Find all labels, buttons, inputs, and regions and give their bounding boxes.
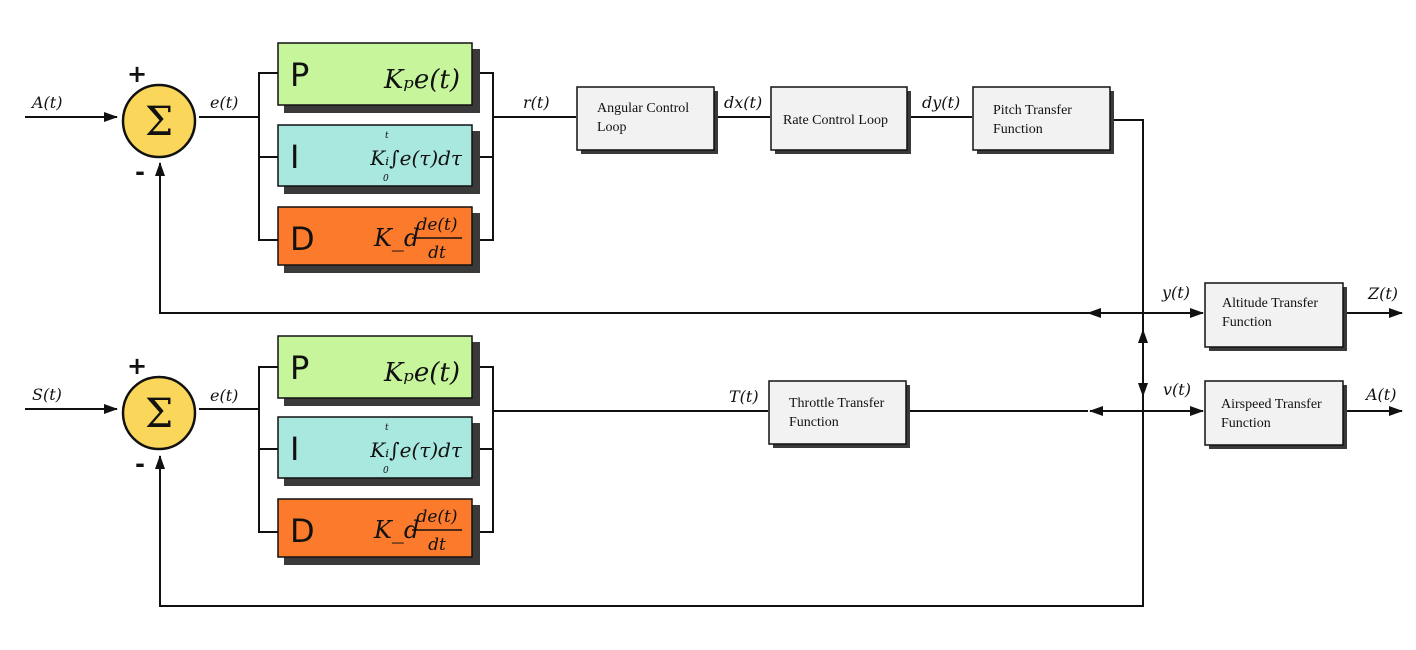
d-letter: D bbox=[290, 220, 315, 258]
svg-text:Function: Function bbox=[993, 122, 1043, 137]
signal-s-input: S(t) bbox=[32, 385, 62, 404]
i-block bbox=[277, 416, 473, 479]
sigma-symbol: Σ bbox=[145, 99, 173, 145]
signal-y: y(t) bbox=[1161, 283, 1190, 302]
block-rate-control: Rate Control Loop bbox=[770, 86, 911, 154]
svg-text:Function: Function bbox=[1222, 315, 1272, 330]
svg-text:Function: Function bbox=[1221, 416, 1271, 431]
pid-top: P Kₚe(t) I Kᵢ∫e(τ)dτ t 0 D K_d de(t) dt bbox=[277, 42, 480, 273]
signal-a-output: A(t) bbox=[1364, 385, 1396, 404]
i-block bbox=[277, 124, 473, 187]
svg-text:Pitch Transfer: Pitch Transfer bbox=[993, 103, 1072, 118]
p-expression: Kₚe(t) bbox=[383, 358, 460, 388]
minus-sign: - bbox=[135, 450, 145, 478]
svg-text:Altitude Transfer: Altitude Transfer bbox=[1222, 296, 1318, 311]
integral-lower-limit: 0 bbox=[383, 174, 389, 184]
block-angular-control: Angular Control Loop bbox=[576, 86, 718, 154]
block-airspeed-transfer: Airspeed Transfer Function bbox=[1204, 380, 1347, 449]
i-expression: Kᵢ∫e(τ)dτ bbox=[369, 146, 463, 170]
svg-text:Function: Function bbox=[789, 415, 839, 430]
signal-e-top: e(t) bbox=[210, 93, 238, 112]
p-letter: P bbox=[290, 349, 309, 387]
d-letter: D bbox=[290, 512, 315, 550]
svg-text:Airspeed Transfer: Airspeed Transfer bbox=[1221, 397, 1322, 412]
d-gain: K_d bbox=[373, 516, 419, 544]
bottom-loop-wires bbox=[25, 313, 1403, 607]
block-throttle-transfer: Throttle Transfer Function bbox=[768, 380, 910, 448]
d-denominator: dt bbox=[428, 535, 446, 555]
signal-dy: dy(t) bbox=[922, 93, 960, 112]
plus-sign: + bbox=[127, 352, 147, 380]
signal-r: r(t) bbox=[523, 93, 550, 112]
signal-t: T(t) bbox=[729, 387, 759, 406]
p-block bbox=[277, 42, 473, 106]
svg-text:Throttle Transfer: Throttle Transfer bbox=[789, 396, 885, 411]
plus-sign: + bbox=[127, 60, 147, 88]
i-expression: Kᵢ∫e(τ)dτ bbox=[369, 438, 463, 462]
svg-text:Rate Control Loop: Rate Control Loop bbox=[783, 113, 888, 128]
signal-dx: dx(t) bbox=[724, 93, 762, 112]
summing-junction bbox=[121, 83, 197, 159]
svg-text:Loop: Loop bbox=[597, 120, 627, 135]
p-block bbox=[277, 335, 473, 399]
block-pitch-transfer: Pitch Transfer Function bbox=[972, 86, 1114, 154]
minus-sign: - bbox=[135, 158, 145, 186]
i-letter: I bbox=[290, 138, 299, 176]
feedback-wire-bottom bbox=[155, 411, 1144, 607]
signal-a-input: A(t) bbox=[30, 93, 62, 112]
summing-junction bbox=[121, 375, 197, 451]
d-numerator: de(t) bbox=[416, 215, 457, 235]
d-gain: K_d bbox=[373, 224, 419, 252]
d-block bbox=[277, 206, 473, 266]
svg-text:Angular Control: Angular Control bbox=[597, 101, 689, 116]
signal-z: Z(t) bbox=[1367, 284, 1398, 303]
d-denominator: dt bbox=[428, 243, 446, 263]
i-letter: I bbox=[290, 430, 299, 468]
sigma-symbol: Σ bbox=[145, 391, 173, 437]
d-numerator: de(t) bbox=[416, 507, 457, 527]
p-expression: Kₚe(t) bbox=[383, 65, 460, 95]
signal-v: v(t) bbox=[1163, 380, 1191, 399]
summer-top: Σ + - bbox=[121, 60, 197, 186]
pid-bottom: P Kₚe(t) I Kᵢ∫e(τ)dτ t 0 D K_d de(t) dt bbox=[277, 335, 480, 565]
d-block bbox=[277, 498, 473, 558]
summer-bottom: Σ + - bbox=[121, 352, 197, 478]
feedback-wire-top bbox=[155, 162, 1088, 314]
integral-upper-limit: t bbox=[385, 423, 389, 433]
signal-labels: A(t) e(t) r(t) dx(t) dy(t) y(t) Z(t) S(t… bbox=[30, 93, 1398, 406]
signal-e-bottom: e(t) bbox=[210, 386, 238, 405]
p-letter: P bbox=[290, 56, 309, 94]
block-altitude-transfer: Altitude Transfer Function bbox=[1204, 282, 1347, 351]
integral-lower-limit: 0 bbox=[383, 466, 389, 476]
pitch-output-wire bbox=[1110, 119, 1144, 412]
integral-upper-limit: t bbox=[385, 131, 389, 141]
